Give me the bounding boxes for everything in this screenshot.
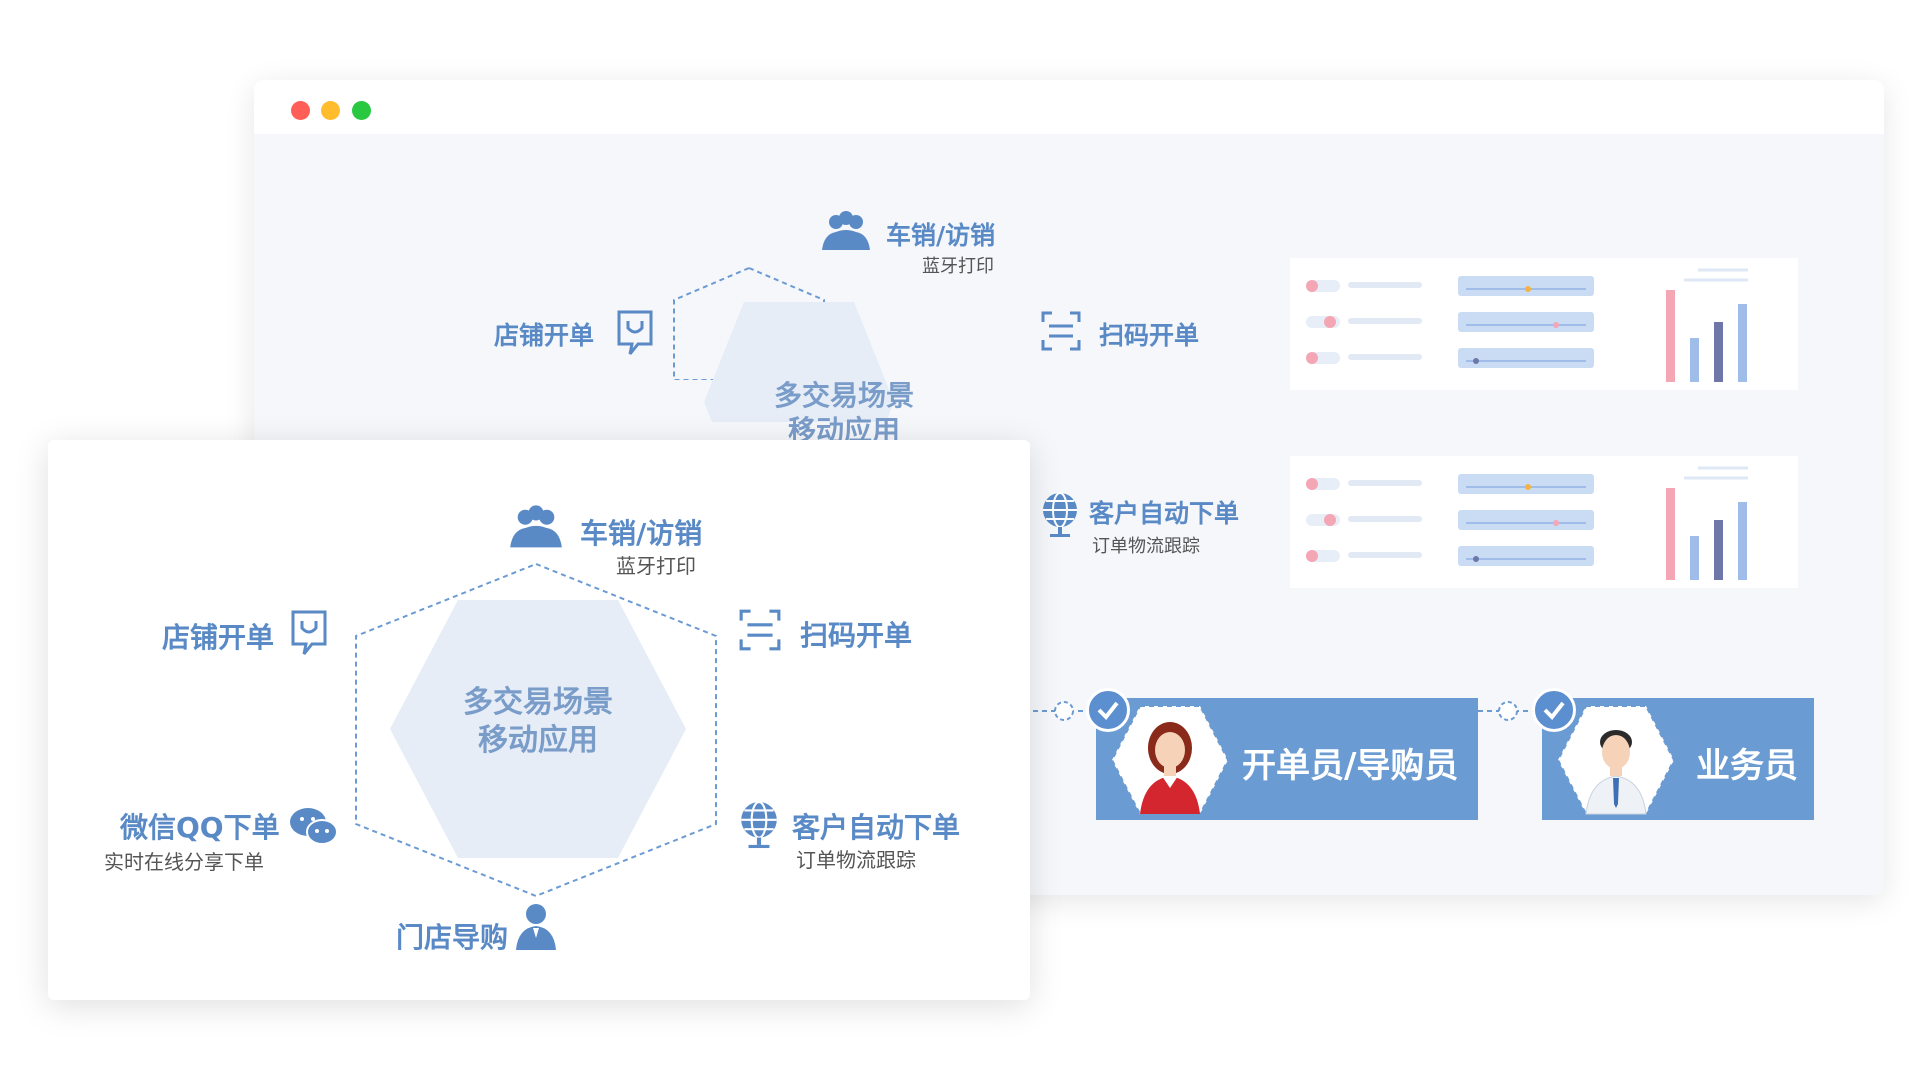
hub-center-title-front: 多交易场景 移动应用 [458, 684, 618, 759]
scan-icon [1041, 311, 1081, 351]
role-sales-label: 业务员 [1696, 746, 1798, 786]
wechat-order-sub: 实时在线分享下单 [104, 850, 264, 874]
store-guide-label: 门店导购 [396, 921, 509, 954]
maximize-window-button[interactable] [352, 101, 371, 120]
chat-icon [290, 808, 338, 845]
check-icon-2 [1532, 688, 1576, 732]
minimize-window-button[interactable] [321, 101, 340, 120]
foreground-card: 多交易场景 移动应用 车销/访销 蓝牙打印 店铺开单 扫码开单 客户自动下单 订… [48, 440, 1030, 1000]
car-sales-label-front: 车销/访销 [580, 517, 703, 550]
car-sales-label: 车销/访销 [886, 221, 996, 250]
customer-order-sub-front: 订单物流跟踪 [796, 848, 916, 872]
hub-center-line2-front: 移动应用 [478, 722, 598, 758]
male-avatar-icon [1556, 705, 1676, 815]
customer-order-label-front: 客户自动下单 [792, 811, 961, 844]
hex-outline-front [355, 562, 717, 898]
people-icon-front [510, 505, 562, 548]
close-window-button[interactable] [291, 101, 310, 120]
scan-order-label: 扫码开单 [1099, 321, 1200, 350]
car-sales-sub: 蓝牙打印 [922, 256, 994, 277]
check-icon [1086, 688, 1130, 732]
scan-order-label-front: 扫码开单 [800, 619, 913, 652]
panel-chart-2 [1306, 466, 1748, 580]
hex-center-front [390, 600, 686, 858]
customer-order-sub: 订单物流跟踪 [1092, 536, 1200, 557]
globe-icon [1043, 492, 1077, 537]
dashboard-panel-1 [1290, 258, 1798, 390]
hex-outline [673, 266, 825, 380]
car-sales-sub-front: 蓝牙打印 [616, 554, 696, 578]
scan-icon-front [739, 609, 781, 651]
role-clerk-label: 开单员/导购员 [1242, 746, 1459, 786]
user-icon [516, 904, 556, 950]
hub-center-title: 多交易场景 移动应用 [774, 378, 914, 448]
bag-icon [617, 310, 653, 355]
store-order-label-front: 店铺开单 [162, 621, 275, 654]
bag-icon-front [291, 610, 327, 655]
female-avatar-icon [1110, 705, 1230, 815]
hub-center-line1: 多交易场景 [774, 379, 915, 412]
wechat-order-label: 微信QQ下单 [120, 811, 280, 844]
role-connector [1024, 701, 1094, 721]
dashboard-panel-2 [1290, 456, 1798, 588]
globe-icon-front [741, 800, 777, 849]
hex-center [704, 302, 894, 422]
title-bar [254, 80, 1884, 134]
store-order-label: 店铺开单 [494, 321, 595, 350]
customer-order-label: 客户自动下单 [1089, 499, 1240, 528]
hub-center-line1-front: 多交易场景 [463, 685, 613, 720]
panel-chart-1 [1306, 268, 1748, 382]
people-icon [822, 211, 870, 250]
